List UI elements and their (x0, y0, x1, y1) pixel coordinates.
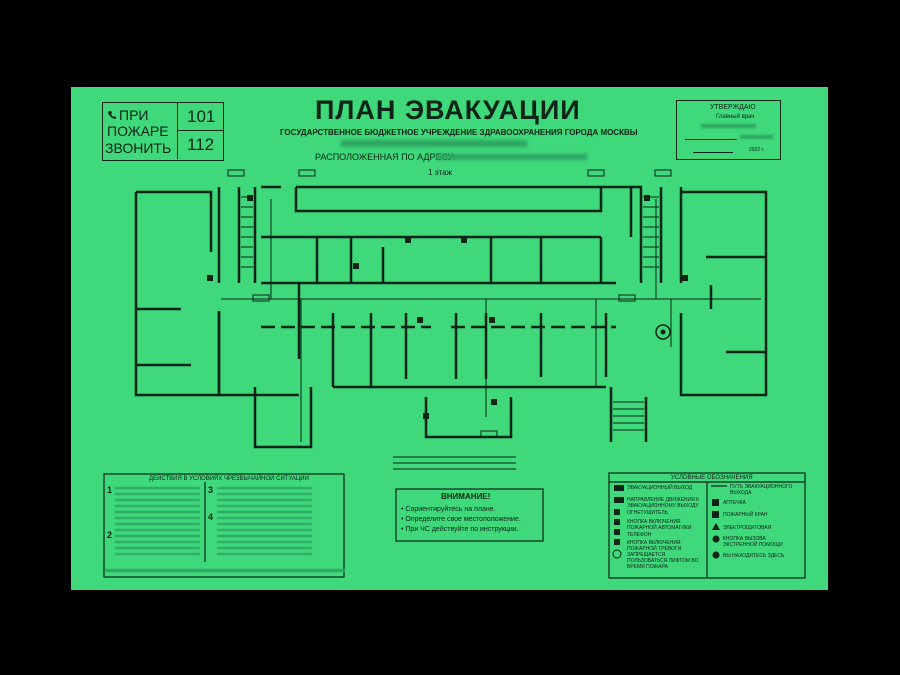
legend-icons (612, 485, 727, 559)
action-step-3: 3 (208, 485, 214, 495)
walls (134, 185, 768, 449)
legend-left-3: ОГНЕТУШИТЕЛЬ (627, 510, 668, 516)
fire-call-box: ПРИ ПОЖАРЕ ЗВОНИТЬ 101 112 (102, 101, 224, 161)
fire-label-line-1: ПРИ (119, 107, 149, 123)
approval-box: УТВЕРЖДАЮ Главный врач 2022 г. (676, 100, 781, 160)
legend-right-2: АПТЕЧКА (723, 500, 746, 506)
legend-right-1: ПУТЬ ЭВАКУАЦИОННОГО ВЫХОДА (730, 484, 793, 496)
approval-year: 2022 г. (749, 147, 765, 153)
phone-number-112: 112 (187, 135, 215, 154)
legend-left-7: ЗАПРЕЩАЕТСЯ ПОЛЬЗОВАТЬСЯ ЛИФТОМ ВО ВРЕМЯ… (627, 552, 699, 570)
phone-number-101: 101 (187, 107, 216, 126)
attention-line-3: • При ЧС действуйте по инструкции. (401, 526, 519, 533)
you-are-here-icon (655, 324, 671, 340)
legend-right-4: ЭЛЕКТРОЩИТОВАЯ (723, 525, 772, 531)
organization-name-blurred (341, 140, 527, 147)
legend-right-6: ВЫ НАХОДИТЕСЬ ЗДЕСЬ (723, 553, 785, 559)
legend-left-5: ТЕЛЕФОН (627, 532, 652, 538)
legend-left-4: КНОПКА ВКЛЮЧЕНИЯ ПОЖАРНОЙ АВТОМАТИКИ (627, 519, 692, 531)
actions-text-blurred (115, 487, 200, 559)
evacuation-route-lines (221, 199, 761, 442)
legend-left-6: КНОПКА ВКЛЮЧЕНИЯ ПОЖАРНОЙ ТРЕВОГИ (627, 540, 682, 552)
actions-title: ДЕЙСТВИЯ В УСЛОВИЯХ ЧРЕЗВЫЧАЙНОЙ СИТУАЦИ… (149, 476, 309, 482)
action-step-2: 2 (107, 530, 113, 540)
legend-left-1: ЭВАКУАЦИОННЫЙ ВЫХОД (627, 485, 693, 491)
subtitle: ГОСУДАРСТВЕННОЕ БЮДЖЕТНОЕ УЧРЕЖДЕНИЕ ЗДР… (280, 128, 638, 137)
stair-lines (241, 196, 659, 470)
exit-signs (207, 169, 688, 438)
action-step-1: 1 (107, 485, 113, 495)
action-step-4: 4 (208, 512, 214, 522)
page-title: ПЛАН ЭВАКУАЦИИ (315, 95, 581, 125)
legend-right-5: КНОПКА ВЫЗОВА ЭКСТРЕННОЙ ПОМОЩИ (723, 536, 783, 548)
legend-title: УСЛОВНЫЕ ОБОЗНАЧЕНИЯ (671, 475, 753, 481)
address-label: РАСПОЛОЖЕННАЯ ПО АДРЕСУ: (315, 152, 456, 162)
evacuation-plan-sheet: ПРИ ПОЖАРЕ ЗВОНИТЬ 101 112 ПЛАН ЭВАКУАЦИ… (71, 87, 828, 590)
fire-label-line-3: ЗВОНИТЬ (105, 140, 172, 156)
actions-text-blurred-2 (217, 487, 312, 559)
phone-icon (108, 111, 116, 119)
floor-plan (103, 169, 806, 579)
legend-right-3: ПОЖАРНЫЙ КРАН (723, 512, 768, 518)
legend-left-2: НАПРАВЛЕНИЕ ДВИЖЕНИЯ К ЭВАКУАЦИОННОМУ ВЫ… (627, 497, 700, 509)
fire-label-line-2: ПОЖАРЕ (107, 123, 169, 139)
panel-borders (103, 472, 806, 579)
approval-title: УТВЕРЖДАЮ (710, 104, 756, 111)
attention-line-1: • Сориентируйтесь на плане. (401, 506, 496, 513)
footer-text-blurred (105, 569, 345, 572)
attention-line-2: • Определите свое местоположение. (401, 516, 521, 523)
attention-title: ВНИМАНИЕ! (441, 492, 491, 501)
approval-role: Главный врач (716, 114, 755, 120)
floor-label: 1 этаж (428, 168, 452, 177)
address-blurred (435, 154, 587, 160)
